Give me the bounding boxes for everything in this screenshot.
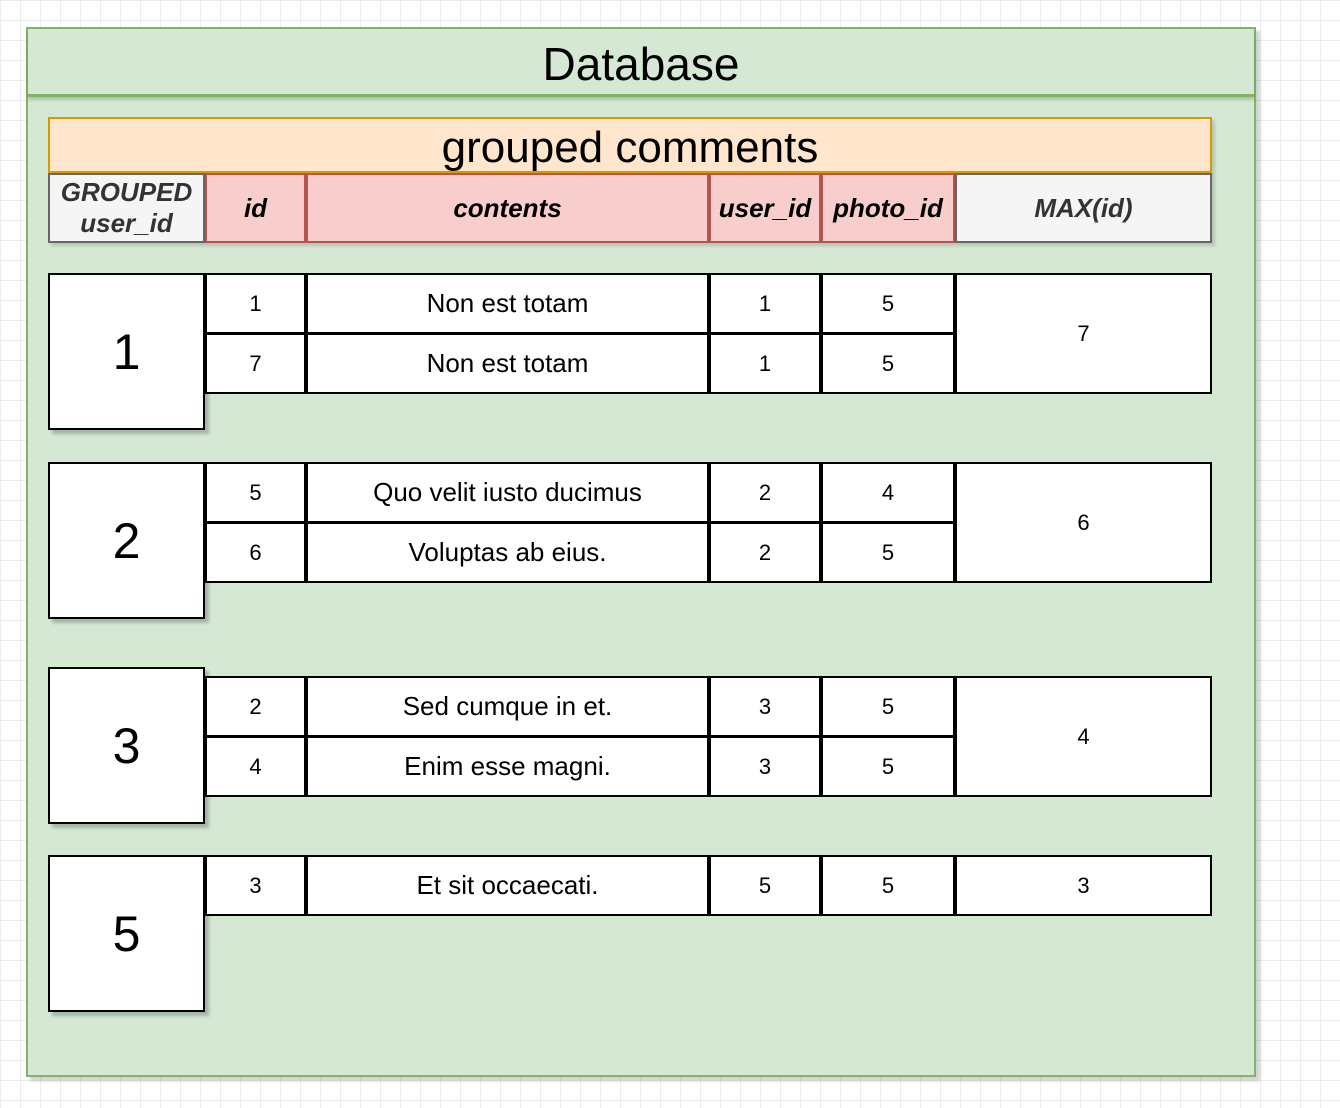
database-title: Database [542,38,740,90]
cell-id: 5 [205,462,306,523]
cell-id: 4 [205,736,306,797]
cell-max-id: 7 [955,273,1212,394]
cell-id: 3 [205,855,306,916]
header-max-id: MAX(id) [955,173,1212,243]
cell-contents: Non est totam [306,273,709,334]
group-user-id-box: 5 [48,855,205,1012]
cell-max-id: 6 [955,462,1212,583]
group-user-id-box: 3 [48,667,205,824]
cell-contents: Sed cumque in et. [306,676,709,737]
header-id: id [205,173,306,243]
cell-photo-id: 4 [821,462,955,523]
header-photo-id: photo_id [821,173,955,243]
cell-user-id: 5 [709,855,821,916]
cell-user-id: 2 [709,522,821,583]
header-grouped-user-id: GROUPED user_id [48,173,205,243]
table-title: grouped comments [441,123,819,172]
cell-photo-id: 5 [821,676,955,737]
header-contents: contents [306,173,709,243]
cell-photo-id: 5 [821,522,955,583]
cell-max-id: 4 [955,676,1212,797]
cell-photo-id: 5 [821,333,955,394]
cell-photo-id: 5 [821,855,955,916]
group-user-id-box: 2 [48,462,205,619]
cell-contents: Voluptas ab eius. [306,522,709,583]
cell-max-id: 3 [955,855,1212,916]
cell-id: 7 [205,333,306,394]
table-title-bar: grouped comments [48,117,1212,173]
cell-user-id: 2 [709,462,821,523]
cell-user-id: 3 [709,676,821,737]
cell-contents: Non est totam [306,333,709,394]
group-user-id-box: 1 [48,273,205,430]
cell-contents: Et sit occaecati. [306,855,709,916]
cell-user-id: 1 [709,273,821,334]
cell-photo-id: 5 [821,273,955,334]
cell-user-id: 3 [709,736,821,797]
cell-contents: Quo velit iusto ducimus [306,462,709,523]
header-grouped-line1: GROUPED [60,177,193,207]
cell-id: 6 [205,522,306,583]
cell-id: 2 [205,676,306,737]
cell-id: 1 [205,273,306,334]
database-title-bar: Database [28,29,1254,97]
header-grouped-line2: user_id [80,208,173,238]
cell-contents: Enim esse magni. [306,736,709,797]
header-user-id: user_id [709,173,821,243]
cell-user-id: 1 [709,333,821,394]
cell-photo-id: 5 [821,736,955,797]
